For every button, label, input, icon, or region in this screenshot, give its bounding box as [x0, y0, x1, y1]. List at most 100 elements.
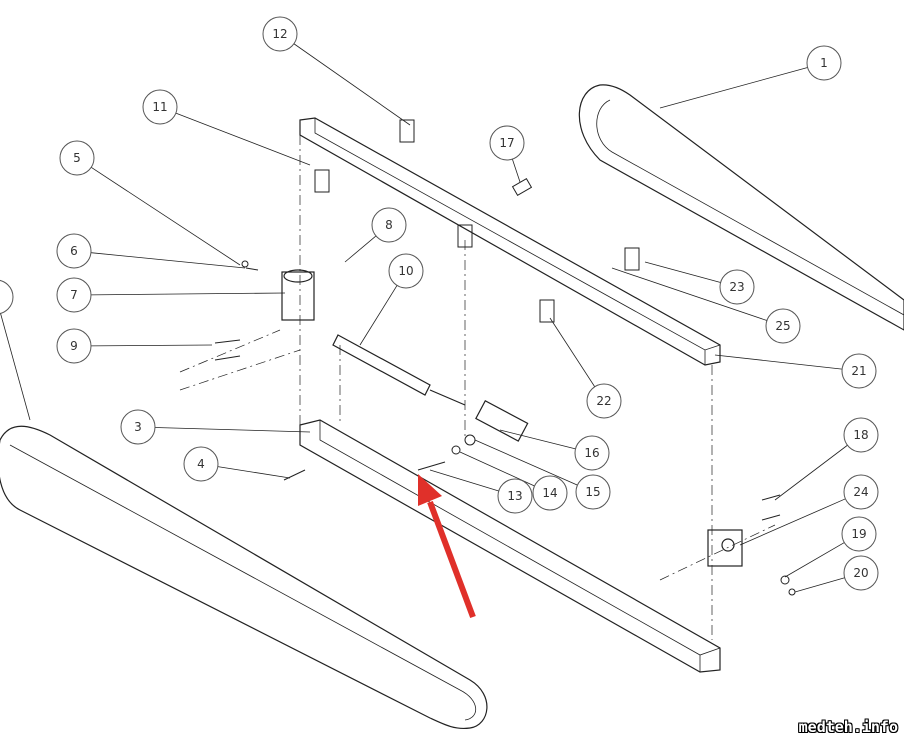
leader-line — [714, 354, 843, 370]
leader-line — [611, 267, 768, 321]
callout-label: 9 — [70, 339, 78, 353]
callout-circle — [142, 89, 178, 125]
callout-circle — [532, 475, 568, 511]
gas-spring — [332, 334, 431, 396]
callout-circle — [59, 140, 95, 176]
callout-label: 10 — [398, 264, 413, 278]
callout-label: 6 — [70, 244, 78, 258]
leader-line — [474, 439, 578, 486]
callout-label: 8 — [385, 218, 393, 232]
leader-line — [344, 235, 377, 263]
callout-circle — [765, 308, 801, 344]
callout-circle — [388, 253, 424, 289]
callout-label: 13 — [507, 489, 522, 503]
callout-label: 4 — [197, 457, 205, 471]
leader-line — [499, 429, 576, 450]
leader-line — [774, 444, 848, 501]
callout-5: 5 — [59, 140, 95, 176]
watermark: medteh.info — [798, 718, 898, 736]
callout-label: 18 — [853, 428, 868, 442]
callout-label: 20 — [853, 566, 868, 580]
leader-line — [0, 313, 31, 421]
callout-circle — [489, 125, 525, 161]
callout-20: 20 — [843, 555, 879, 591]
left-cover — [0, 425, 488, 730]
leader-line — [429, 469, 499, 492]
callout-23: 23 — [719, 269, 755, 305]
callout-label: 3 — [134, 420, 142, 434]
leader-line — [644, 261, 721, 283]
callout-10: 10 — [388, 253, 424, 289]
leader-line — [293, 43, 411, 126]
callout-circle — [371, 207, 407, 243]
leader-line — [175, 112, 311, 166]
callout-label: 22 — [596, 394, 611, 408]
leader-line — [784, 542, 845, 578]
callout-label: 11 — [152, 100, 167, 114]
callout-circle — [586, 383, 622, 419]
callout-circle — [841, 353, 877, 389]
red-pointer-arrow — [418, 474, 476, 619]
callout-circle — [262, 16, 298, 52]
callout-11: 11 — [142, 89, 178, 125]
callout-label: 21 — [851, 364, 866, 378]
callout-label: 7 — [70, 288, 78, 302]
callout-13: 13 — [497, 478, 533, 514]
callout-circle — [183, 446, 219, 482]
callout-24: 24 — [843, 474, 879, 510]
leader-line — [90, 344, 213, 347]
callout-circle — [0, 279, 14, 315]
callout-8: 8 — [371, 207, 407, 243]
callout-label: 1 — [820, 56, 828, 70]
callout-circle — [56, 328, 92, 364]
callout-circle — [806, 45, 842, 81]
callout-16: 16 — [574, 435, 610, 471]
callout-12: 12 — [262, 16, 298, 52]
leader-line — [659, 67, 808, 109]
callout-circle — [56, 277, 92, 313]
callout-label: 16 — [584, 446, 599, 460]
leader-line — [90, 292, 286, 296]
callout-circle — [841, 516, 877, 552]
callout-circle — [574, 435, 610, 471]
callout-label: 12 — [272, 27, 287, 41]
callout-circle — [719, 269, 755, 305]
link-plates — [475, 400, 529, 442]
callout-circle — [497, 478, 533, 514]
leader-line — [511, 159, 521, 183]
leader-line — [549, 317, 596, 387]
callout-3: 3 — [120, 409, 156, 445]
callout-19: 19 — [841, 516, 877, 552]
leader-line — [359, 285, 398, 346]
callout-14: 14 — [532, 475, 568, 511]
end-block — [707, 529, 743, 567]
callout-7: 7 — [56, 277, 92, 313]
callout-label: 5 — [73, 151, 81, 165]
pivot-block — [281, 271, 315, 321]
leader-line — [90, 166, 241, 266]
callout-15: 15 — [575, 474, 611, 510]
callout-label: 15 — [585, 485, 600, 499]
callout-6: 6 — [56, 233, 92, 269]
callout-circle — [575, 474, 611, 510]
callout-1: 1 — [806, 45, 842, 81]
lower-frame-beam — [299, 419, 721, 673]
callout-label: 24 — [853, 485, 868, 499]
callout-circle — [843, 417, 879, 453]
callout-circle — [843, 474, 879, 510]
callout-label: 17 — [499, 136, 514, 150]
callout-label: 23 — [729, 280, 744, 294]
callout-4: 4 — [183, 446, 219, 482]
callout-circle — [843, 555, 879, 591]
callout-circle — [120, 409, 156, 445]
callout-9: 9 — [56, 328, 92, 364]
leader-line — [154, 427, 311, 433]
leader-line — [90, 252, 246, 269]
callout-circle — [56, 233, 92, 269]
callout-18: 18 — [843, 417, 879, 453]
right-cover — [578, 84, 904, 331]
callout-17: 17 — [489, 125, 525, 161]
leader-line — [794, 577, 845, 593]
